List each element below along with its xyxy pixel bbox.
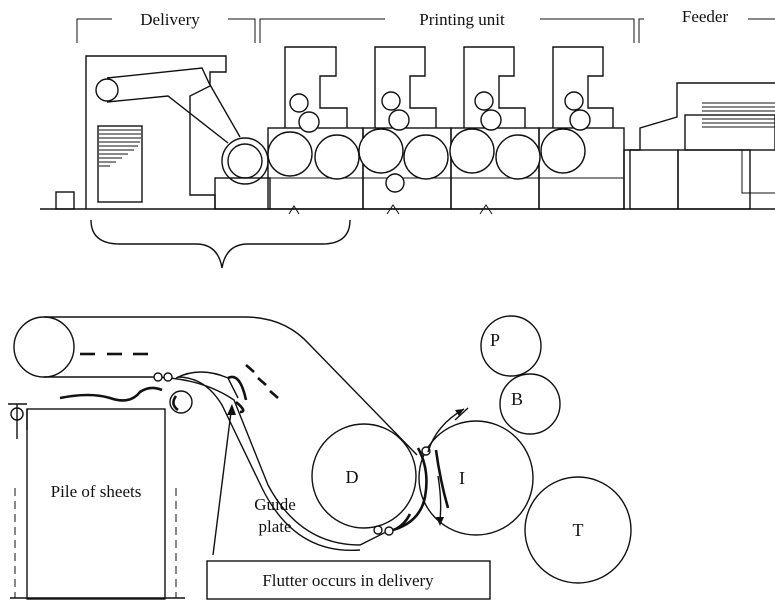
printing-unit-label: Printing unit <box>419 10 505 29</box>
pile-hatching <box>99 130 141 166</box>
detail-brace <box>91 220 350 268</box>
press-side-view <box>40 47 775 214</box>
pile-label: Pile of sheets <box>51 482 142 501</box>
cylinder-t-label: T <box>573 520 584 540</box>
guide-plate-label-line1: Guide <box>254 495 296 514</box>
cylinder-b-label: B <box>511 389 523 409</box>
feeder-label: Feeder <box>682 7 729 26</box>
guide-plate-label-line2: plate <box>258 517 291 536</box>
cylinder-p-label: P <box>490 330 500 350</box>
feeder-pile-hatching <box>702 103 775 127</box>
delivery-label: Delivery <box>140 10 200 29</box>
cylinder-d-label: D <box>346 467 359 487</box>
caption-text: Flutter occurs in delivery <box>262 571 434 590</box>
cylinder-i-label: I <box>459 468 465 488</box>
delivery-detail <box>8 316 631 599</box>
